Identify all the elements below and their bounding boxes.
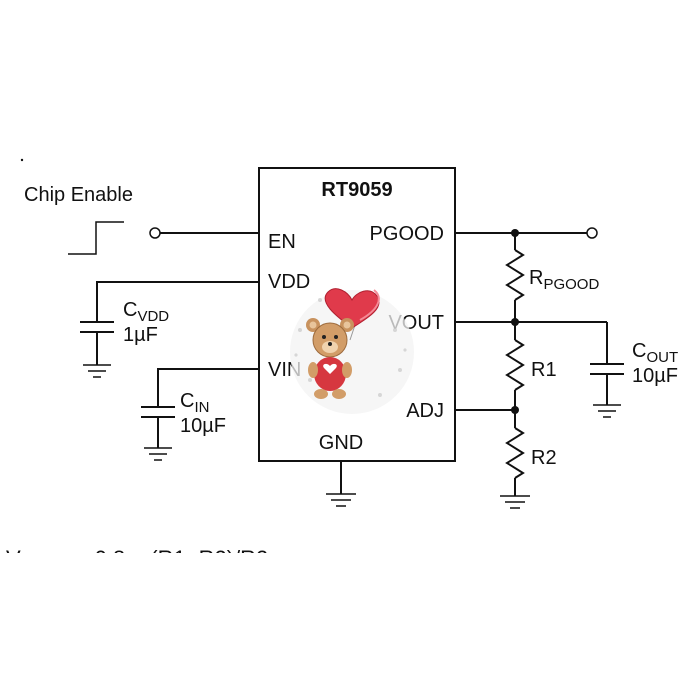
vin-wire (157, 368, 259, 407)
teddy-bear-with-heart-balloon-icon (290, 288, 414, 414)
r2-label: R2 (531, 447, 557, 469)
rpgood-designator: RPGOOD (529, 267, 599, 293)
r1-resistor (505, 339, 525, 391)
stray-dot (20, 158, 24, 162)
formula-clip: V = 0.8 × (R1+R2)/R2 (6, 546, 268, 571)
chip-ground-icon (326, 493, 356, 507)
cout-value: 10µF (632, 365, 678, 387)
enable-step-signal (68, 221, 124, 255)
pin-gnd-label: GND (319, 432, 363, 454)
chip-enable-label: Chip Enable (24, 184, 133, 206)
cin-value: 10µF (180, 415, 226, 437)
cout-ground-icon (593, 404, 621, 418)
cout-designator: COUT (632, 340, 678, 366)
cvdd-value: 1µF (123, 324, 158, 346)
cvdd-designator: CVDD (123, 299, 169, 325)
enable-input-terminal (149, 227, 161, 239)
pin-en-label: EN (268, 231, 296, 253)
pgood-output-terminal (586, 227, 598, 239)
r2-ground-icon (500, 495, 530, 509)
pin-vdd-label: VDD (268, 271, 310, 293)
chip-body (258, 167, 456, 462)
r1-label: R1 (531, 359, 557, 381)
rpgood-resistor (505, 249, 525, 301)
cin-ground-icon (144, 447, 172, 461)
vdd-wire (96, 281, 259, 322)
cin-designator: CIN (180, 390, 209, 416)
cvdd-ground-icon (83, 364, 111, 378)
vout-formula-partial: V = 0.8 × (R1+R2)/R2 (6, 546, 268, 571)
r2-resistor (505, 427, 525, 479)
pin-pgood-label: PGOOD (370, 223, 444, 245)
pin-adj-label: ADJ (406, 400, 444, 422)
chip-name: RT9059 (321, 179, 392, 201)
